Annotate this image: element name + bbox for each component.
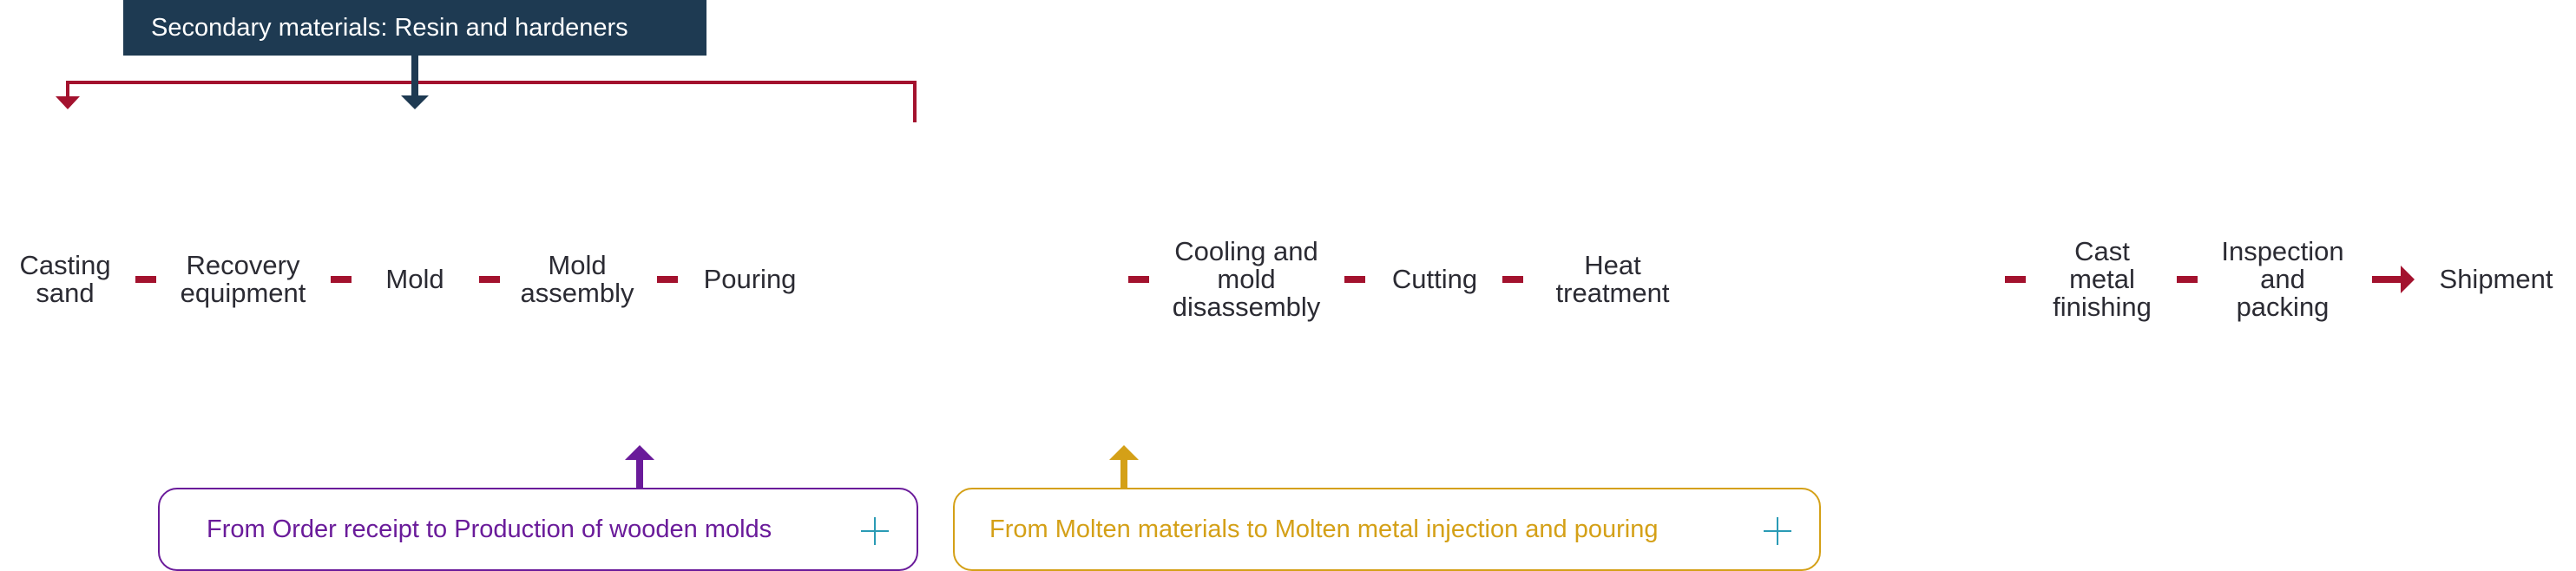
connector-dash (331, 276, 352, 283)
connector-dash (1502, 276, 1523, 283)
connector-dash (135, 276, 156, 283)
link-wooden-molds-label: From Order receipt to Production of wood… (207, 515, 772, 543)
arrow-right-shipment (2372, 266, 2415, 293)
step-cast-metal-finishing: Cast metal finishing (2053, 236, 2152, 322)
connector-dash (657, 276, 678, 283)
arrow-up-molten-metal (1109, 445, 1139, 489)
step-heat-treatment: Heat treatment (1555, 250, 1670, 308)
plus-icon[interactable] (1764, 517, 1791, 545)
step-casting-sand: Casting sand (19, 250, 111, 308)
secondary-materials-banner: Secondary materials: Resin and hardeners (123, 0, 706, 56)
connector-dash (2177, 276, 2198, 283)
arrow-up-wooden-molds (625, 445, 654, 489)
link-molten-metal-label: From Molten materials to Molten metal in… (989, 515, 1659, 543)
step-mold-assembly: Mold assembly (520, 250, 634, 308)
step-shipment: Shipment (2439, 264, 2553, 294)
plus-icon[interactable] (861, 517, 889, 545)
connector-dash (2005, 276, 2026, 283)
arrow-down-mold (401, 95, 429, 109)
link-molten-metal[interactable]: From Molten materials to Molten metal in… (953, 488, 1821, 571)
step-pouring: Pouring (703, 264, 797, 294)
step-cooling-mold-disassembly: Cooling and mold disassembly (1172, 236, 1321, 322)
step-cutting: Cutting (1391, 264, 1478, 294)
step-recovery-equipment: Recovery equipment (180, 250, 306, 308)
link-wooden-molds[interactable]: From Order receipt to Production of wood… (158, 488, 918, 571)
connector-dash (479, 276, 500, 283)
connector-dash (1344, 276, 1365, 283)
connector-dash (1128, 276, 1149, 283)
resin-distribution-bracket (66, 81, 917, 122)
arrow-down-casting-sand (56, 96, 80, 109)
step-inspection-packing: Inspection and packing (2221, 236, 2344, 322)
step-mold: Mold (385, 264, 444, 294)
